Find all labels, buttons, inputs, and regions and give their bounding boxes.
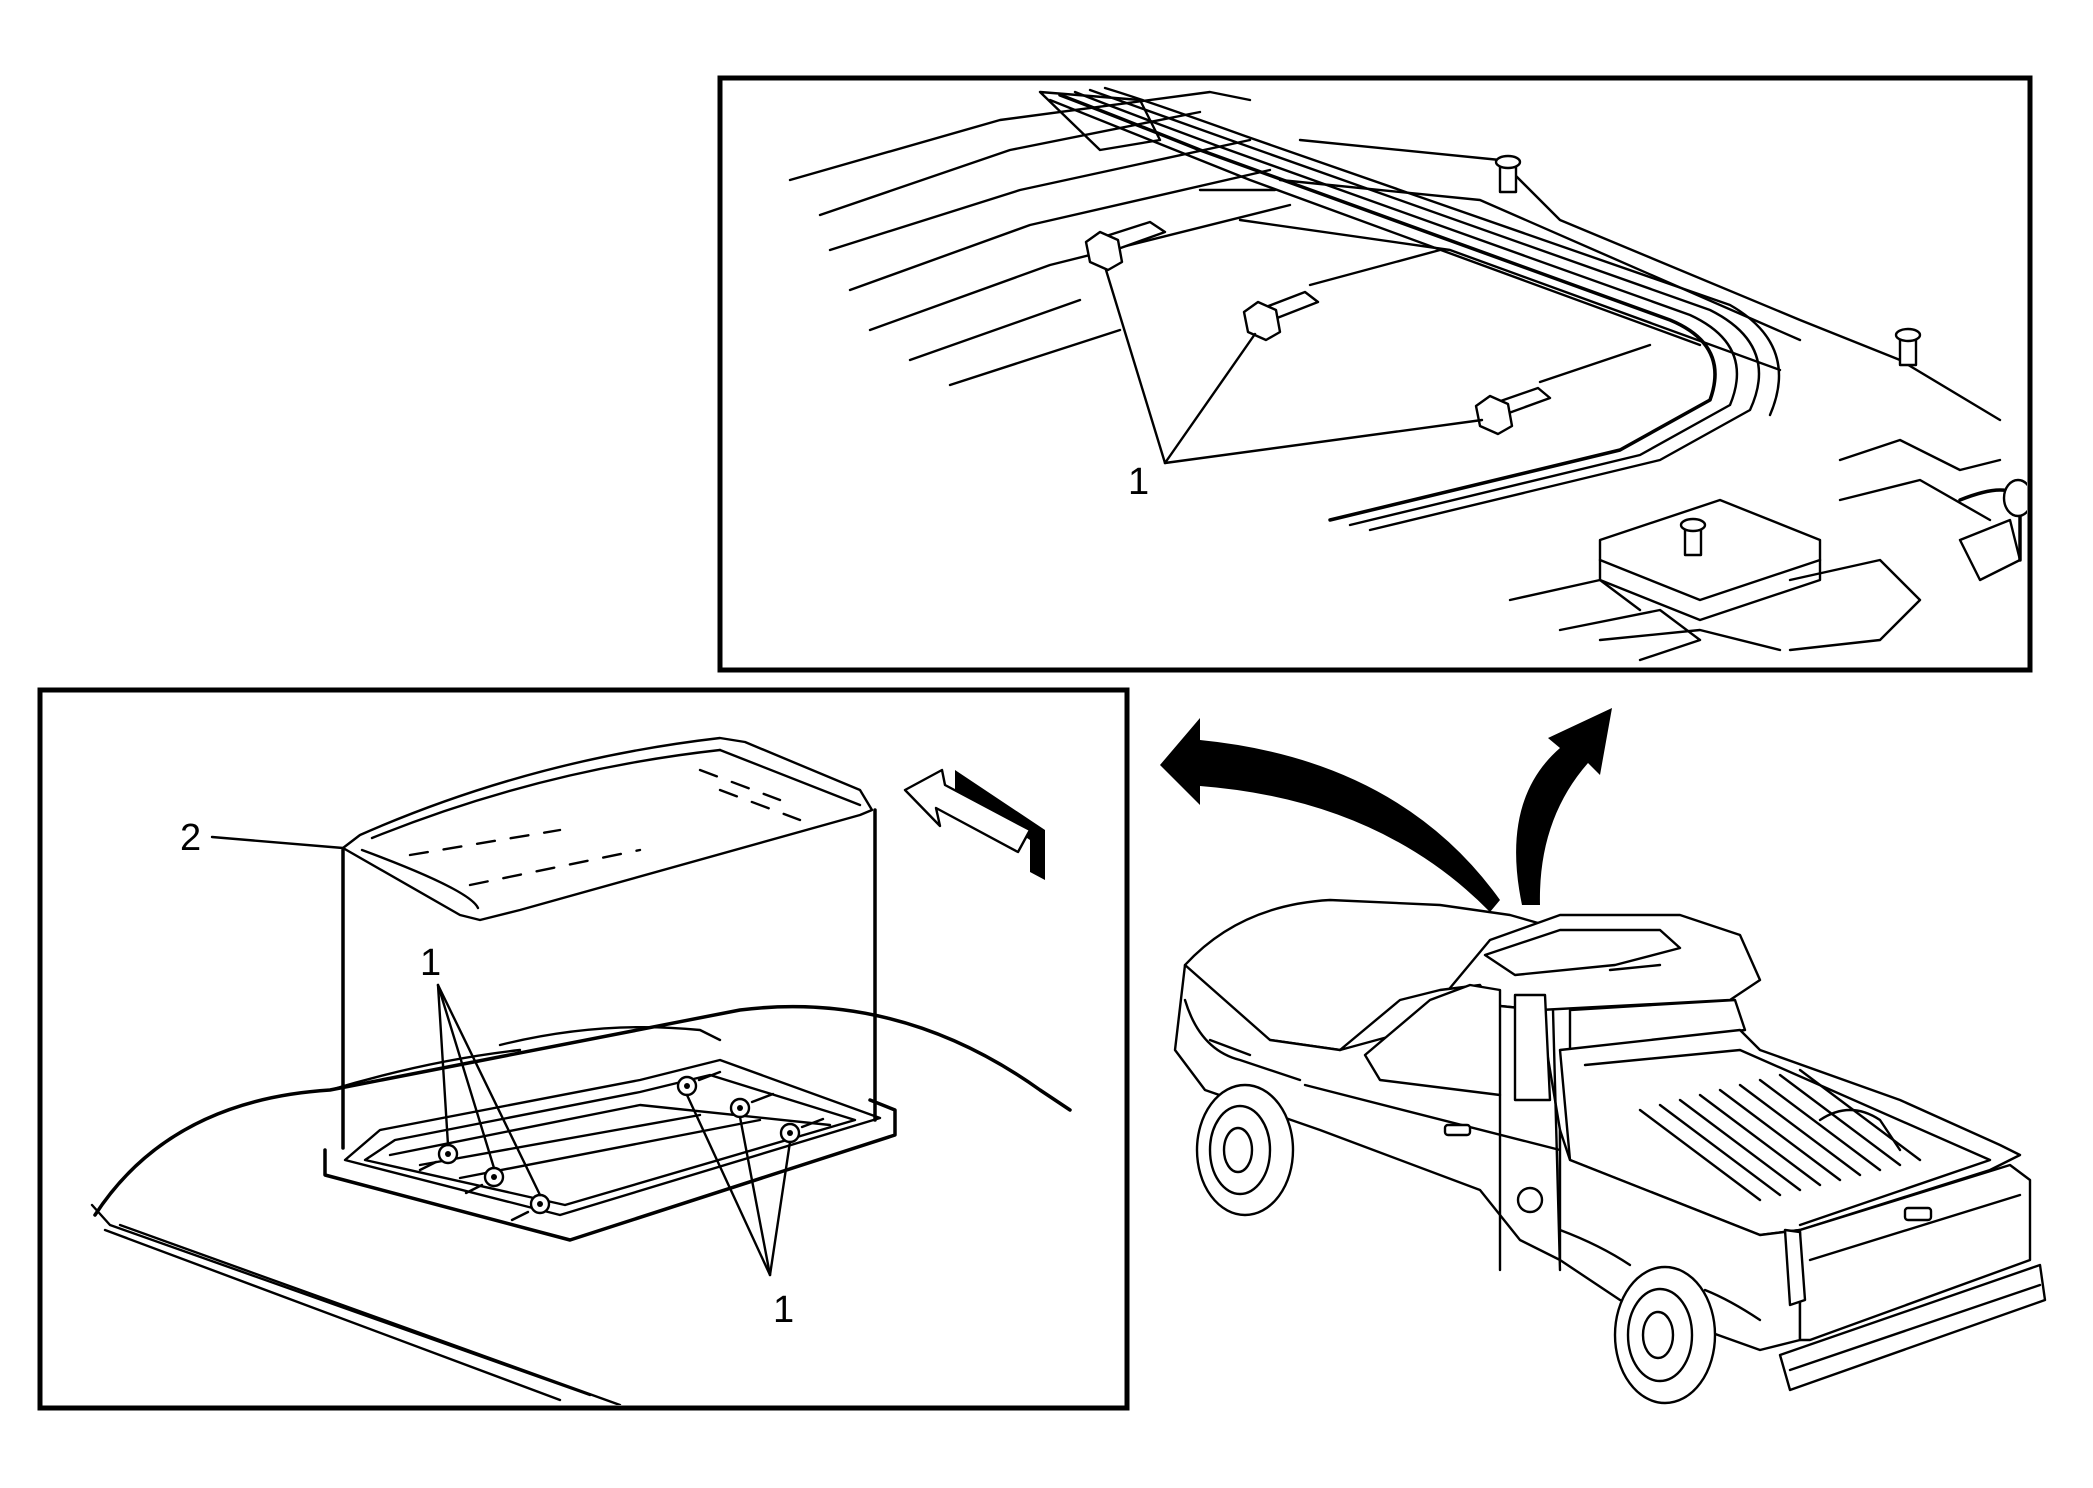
bolt-lower — [1474, 343, 1652, 436]
left-panel-border — [37, 687, 1130, 1411]
pickup-truck-overview — [1173, 898, 2047, 1405]
arrow-to-left-panel — [1160, 718, 1500, 912]
screws-left-group — [418, 1143, 551, 1222]
callout-label-2: 2 — [180, 817, 201, 859]
callout-1-leaders-left — [436, 983, 542, 1197]
callout-label-1-left: 1 — [420, 942, 441, 984]
rear-wheel — [1613, 1265, 1717, 1405]
bolt-middle — [1242, 248, 1442, 342]
roof-frame-rails-drawing — [788, 86, 2027, 662]
bolt-upper — [1084, 188, 1277, 272]
callout-1-leaders-right — [685, 1093, 792, 1277]
front-wheel — [1195, 1083, 1295, 1217]
detail-panel-border — [717, 75, 2033, 673]
callout-1-leaders-top — [1104, 268, 1484, 465]
screws-right-group — [676, 1070, 825, 1144]
detail-panel-sunroof: 2 1 1 — [37, 687, 1130, 1411]
roof-and-glass-drawing — [90, 1004, 1072, 1405]
sunroof-glass — [341, 736, 874, 922]
detail-panel-frame-rails: 1 — [717, 75, 2033, 673]
callout-label-1-right: 1 — [773, 1289, 794, 1331]
forward-direction-arrow — [903, 768, 1045, 880]
arrow-to-top-panel — [1516, 708, 1612, 905]
callout-label-1-top: 1 — [1128, 461, 1149, 503]
